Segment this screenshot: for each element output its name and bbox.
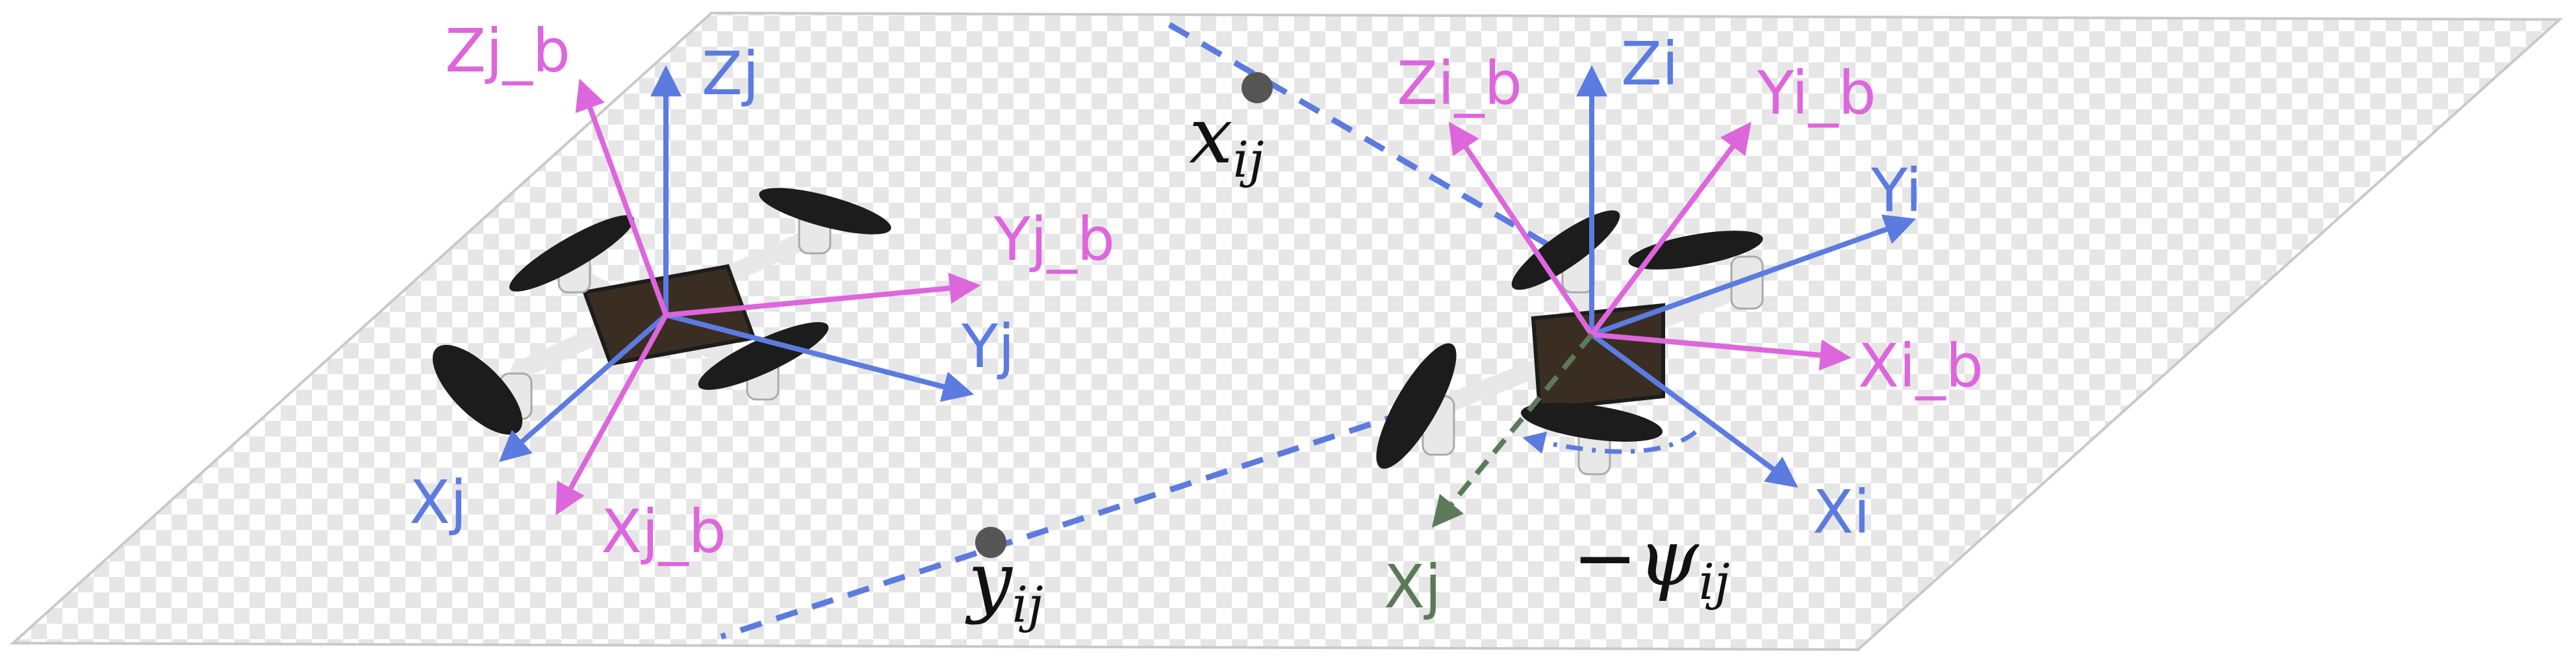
drone-i-icon bbox=[1376, 210, 1764, 476]
drone-i-x-axis bbox=[1590, 332, 1798, 488]
yaw-arc bbox=[1522, 430, 1698, 454]
x-ij-label: xij bbox=[1189, 91, 1264, 188]
drone-j-x-label: Xj bbox=[409, 468, 467, 537]
drone-j-x-axis bbox=[498, 312, 668, 463]
drone-j-y-axis bbox=[665, 312, 975, 402]
drone-j-y-b-axis bbox=[665, 272, 981, 318]
drone-j-x-b-axis bbox=[555, 314, 669, 516]
drone-j-z-label: Zj bbox=[702, 39, 759, 108]
drone-i-z-label: Zi bbox=[1621, 29, 1679, 99]
drone-i-x-b-label: Xi_b bbox=[1858, 331, 1983, 401]
drone-j-y-b-label: Yj_b bbox=[993, 205, 1115, 274]
point-x-ij bbox=[1242, 72, 1273, 103]
drone-i-z-b-axis bbox=[1448, 121, 1594, 336]
drone-i-axes bbox=[1431, 65, 1917, 528]
ground-plane bbox=[9, 11, 2564, 652]
drone-i-x-rel-label: Xj bbox=[1384, 552, 1442, 622]
drone-i-x-b-axis bbox=[1591, 332, 1852, 371]
drone-j-y-label: Yj bbox=[961, 312, 1015, 381]
drone-j-z-b-label: Zj_b bbox=[445, 16, 570, 86]
drone-j-axes bbox=[498, 65, 981, 516]
drone-i-z-b-label: Zi_b bbox=[1397, 49, 1522, 118]
drone-j-z-b-axis bbox=[575, 78, 669, 316]
point-y-ij bbox=[975, 527, 1006, 558]
dashed-connecting-line bbox=[1167, 22, 1587, 269]
drone-i-y-axis bbox=[1590, 214, 1917, 337]
y-ij-label: yij bbox=[965, 536, 1043, 633]
drone-j-x-b-label: Xj_b bbox=[601, 497, 726, 566]
yaw-label: −ψij bbox=[1572, 513, 1730, 611]
drone-i-x-rel-axis bbox=[1431, 333, 1594, 528]
drone-i-y-label: Yi bbox=[1870, 156, 1922, 225]
drone-i-x-label: Xi bbox=[1813, 477, 1870, 547]
drone-i-y-b-label: Yi_b bbox=[1757, 58, 1876, 128]
drone-i-y-b-axis bbox=[1589, 121, 1752, 336]
